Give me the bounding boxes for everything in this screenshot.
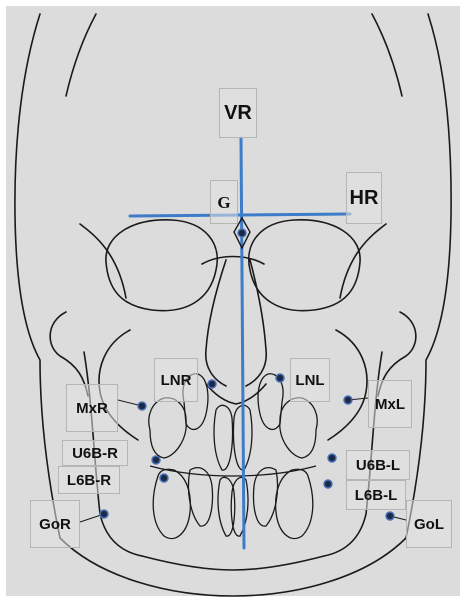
landmark-lnl-point xyxy=(276,374,284,382)
landmark-g-point xyxy=(238,229,246,237)
label-lnr: LNR xyxy=(154,358,198,402)
label-mxl: MxL xyxy=(368,380,412,428)
landmark-gol-point xyxy=(386,512,394,520)
label-l6b-r: L6B-R xyxy=(58,466,120,494)
label-hr: HR xyxy=(346,172,382,224)
landmark-gor-point xyxy=(100,510,108,518)
label-gor: GoR xyxy=(30,500,80,548)
label-vr: VR xyxy=(219,88,257,138)
label-g: G xyxy=(210,180,238,224)
label-u6b-r: U6B-R xyxy=(62,440,128,466)
label-mxr: MxR xyxy=(66,384,118,432)
landmark-mxr-point xyxy=(138,402,146,410)
label-l6b-l: L6B-L xyxy=(346,480,406,510)
landmark-l6b-l-point xyxy=(324,480,332,488)
landmark-mxl-point xyxy=(344,396,352,404)
label-gol: GoL xyxy=(406,500,452,548)
landmark-u6b-l-point xyxy=(328,454,336,462)
label-lnl: LNL xyxy=(290,358,330,402)
horizontal-reference-line xyxy=(130,214,350,216)
landmark-lnr-point xyxy=(208,380,216,388)
label-u6b-l: U6B-L xyxy=(346,450,410,480)
landmark-u6b-r-point xyxy=(152,456,160,464)
landmark-l6b-r-point xyxy=(160,474,168,482)
